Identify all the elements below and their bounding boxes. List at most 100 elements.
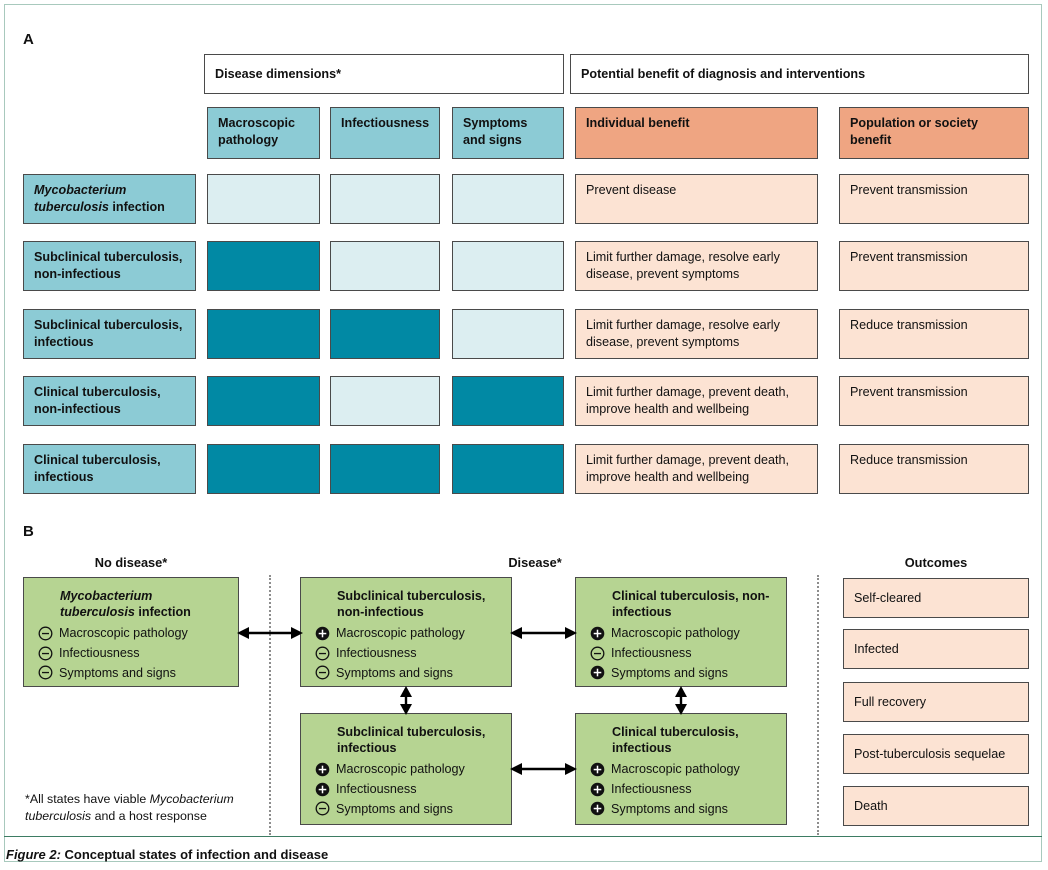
- state-box-clinical-infectious: Clinical tuberculosis, infectious Macros…: [575, 713, 787, 825]
- arrow-subclinical-to-clinical-infectious: [510, 759, 577, 784]
- row-label-state: Clinical tuberculosis, non-infectious: [23, 376, 196, 426]
- row-label-state: Subclinical tuberculosis, infectious: [23, 309, 196, 359]
- cell-population-benefit: Reduce transmission: [839, 309, 1029, 359]
- dimension-label: Symptoms and signs: [611, 801, 728, 816]
- cell-macroscopic-pathology-low: [207, 174, 320, 224]
- plus-circle-icon: [315, 782, 330, 797]
- dimension-row-infectiousness: Infectiousness: [315, 780, 499, 799]
- minus-circle-icon: [38, 646, 53, 661]
- outcome-box-infected: Infected: [843, 629, 1029, 669]
- state-box-subclinical-infectious: Subclinical tuberculosis, infectious Mac…: [300, 713, 512, 825]
- state-title: Subclinical tuberculosis, infectious: [337, 725, 486, 756]
- dimension-label: Infectiousness: [59, 645, 140, 660]
- column-header-symptoms-and-signs: Symptoms and signs: [452, 107, 564, 159]
- group-header-disease-dimensions: Disease dimensions*: [204, 54, 564, 94]
- divider-no-disease-disease: [269, 575, 271, 835]
- row-label-state: Clinical tuberculosis, infectious: [23, 444, 196, 494]
- state-box-subclinical-non-infectious: Subclinical tuberculosis, non-infectious…: [300, 577, 512, 687]
- cell-text: Limit further damage, resolve early dise…: [586, 318, 780, 349]
- plus-circle-icon: [315, 626, 330, 641]
- dimension-label: Infectiousness: [611, 645, 692, 660]
- dimension-label: Symptoms and signs: [336, 801, 453, 816]
- cell-population-benefit: Prevent transmission: [839, 174, 1029, 224]
- group-header-potential-benefit: Potential benefit of diagnosis and inter…: [570, 54, 1029, 94]
- column-header-label: Macroscopic pathology: [218, 116, 295, 147]
- state-title: Mycobacterium tuberculosis infection: [60, 589, 191, 620]
- cell-infectiousness-high: [330, 444, 440, 494]
- cell-infectiousness-low: [330, 376, 440, 426]
- cell-symptoms-low: [452, 241, 564, 291]
- cell-individual-benefit: Limit further damage, prevent death, imp…: [575, 376, 818, 426]
- group-header-label: Disease dimensions*: [215, 67, 341, 81]
- row-label-text: Clinical tuberculosis, non-infectious: [34, 385, 161, 416]
- cell-text: Prevent transmission: [850, 250, 968, 264]
- state-box-mtb-infection: Mycobacterium tuberculosis infection Mac…: [23, 577, 239, 687]
- cell-infectiousness-low: [330, 241, 440, 291]
- column-title-no-disease: No disease*: [94, 555, 168, 570]
- cell-infectiousness-high: [330, 309, 440, 359]
- cell-text: Prevent disease: [586, 183, 677, 197]
- cell-text: Reduce transmission: [850, 318, 968, 332]
- outcome-label: Death: [854, 798, 888, 813]
- outcome-label: Full recovery: [854, 694, 927, 709]
- row-label-text: Subclinical tuberculosis, non-infectious: [34, 250, 183, 281]
- figure-frame: A Disease dimensions* Potential benefit …: [4, 4, 1042, 862]
- cell-individual-benefit: Limit further damage, resolve early dise…: [575, 241, 818, 291]
- dimension-row-symptoms-and-signs: Symptoms and signs: [315, 664, 499, 683]
- cell-text: Limit further damage, prevent death, imp…: [586, 385, 790, 416]
- dimension-label: Symptoms and signs: [336, 665, 453, 680]
- column-title-disease: Disease*: [508, 555, 562, 570]
- cell-individual-benefit: Limit further damage, prevent death, imp…: [575, 444, 818, 494]
- dimension-label: Infectiousness: [336, 781, 417, 796]
- panel-a-letter: A: [23, 31, 34, 48]
- figure-number: Figure 2:: [6, 847, 61, 862]
- dimension-row-infectiousness: Infectiousness: [38, 644, 226, 663]
- cell-text: Limit further damage, prevent death, imp…: [586, 453, 790, 484]
- outcome-box-post-tuberculosis-sequelae: Post-tuberculosis sequelae: [843, 734, 1029, 774]
- dimension-label: Symptoms and signs: [611, 665, 728, 680]
- state-title: Clinical tuberculosis, non-infectious: [612, 589, 770, 620]
- dimension-label: Macroscopic pathology: [59, 625, 188, 640]
- outcome-label: Self-cleared: [854, 590, 922, 605]
- divider-disease-outcomes: [817, 575, 819, 835]
- dimension-row-macroscopic-pathology: Macroscopic pathology: [590, 624, 774, 643]
- figure-caption: Figure 2: Conceptual states of infection…: [6, 847, 328, 862]
- plus-circle-icon: [590, 762, 605, 777]
- row-label-state: Mycobacterium tuberculosis infection: [23, 174, 196, 224]
- dimension-row-symptoms-and-signs: Symptoms and signs: [38, 664, 226, 683]
- cell-infectiousness-low: [330, 174, 440, 224]
- row-label-text: Subclinical tuberculosis, infectious: [34, 318, 183, 349]
- outcome-box-death: Death: [843, 786, 1029, 826]
- outcome-box-full-recovery: Full recovery: [843, 682, 1029, 722]
- dimension-row-macroscopic-pathology: Macroscopic pathology: [38, 624, 226, 643]
- dimension-row-symptoms-and-signs: Symptoms and signs: [590, 664, 774, 683]
- cell-macroscopic-pathology-high: [207, 309, 320, 359]
- dimension-label: Macroscopic pathology: [336, 625, 465, 640]
- row-label-text: Mycobacterium tuberculosis infection: [34, 183, 165, 214]
- minus-circle-icon: [315, 646, 330, 661]
- arrow-subclinical-vertical: [396, 686, 416, 720]
- dimension-row-infectiousness: Infectiousness: [590, 780, 774, 799]
- plus-circle-icon: [590, 626, 605, 641]
- cell-text: Reduce transmission: [850, 453, 968, 467]
- column-header-label: Individual benefit: [586, 116, 690, 130]
- arrow-subclinical-to-clinical-noninfectious: [510, 623, 577, 648]
- minus-circle-icon: [315, 801, 330, 816]
- cell-macroscopic-pathology-high: [207, 376, 320, 426]
- dimension-row-macroscopic-pathology: Macroscopic pathology: [590, 760, 774, 779]
- dimension-row-infectiousness: Infectiousness: [315, 644, 499, 663]
- arrow-clinical-vertical: [671, 686, 691, 720]
- dimension-row-symptoms-and-signs: Symptoms and signs: [315, 800, 499, 819]
- cell-macroscopic-pathology-high: [207, 444, 320, 494]
- dimension-label: Infectiousness: [611, 781, 692, 796]
- state-box-clinical-non-infectious: Clinical tuberculosis, non-infectious Ma…: [575, 577, 787, 687]
- outcome-label: Infected: [854, 641, 899, 656]
- dimension-row-macroscopic-pathology: Macroscopic pathology: [315, 624, 499, 643]
- column-header-label: Infectiousness: [341, 116, 430, 130]
- row-label-text: Clinical tuberculosis, infectious: [34, 453, 161, 484]
- caption-rule: [4, 836, 1042, 837]
- column-header-macroscopic-pathology: Macroscopic pathology: [207, 107, 320, 159]
- figure-caption-text: Conceptual states of infection and disea…: [64, 847, 329, 862]
- dimension-label: Infectiousness: [336, 645, 417, 660]
- dimension-label: Macroscopic pathology: [611, 761, 740, 776]
